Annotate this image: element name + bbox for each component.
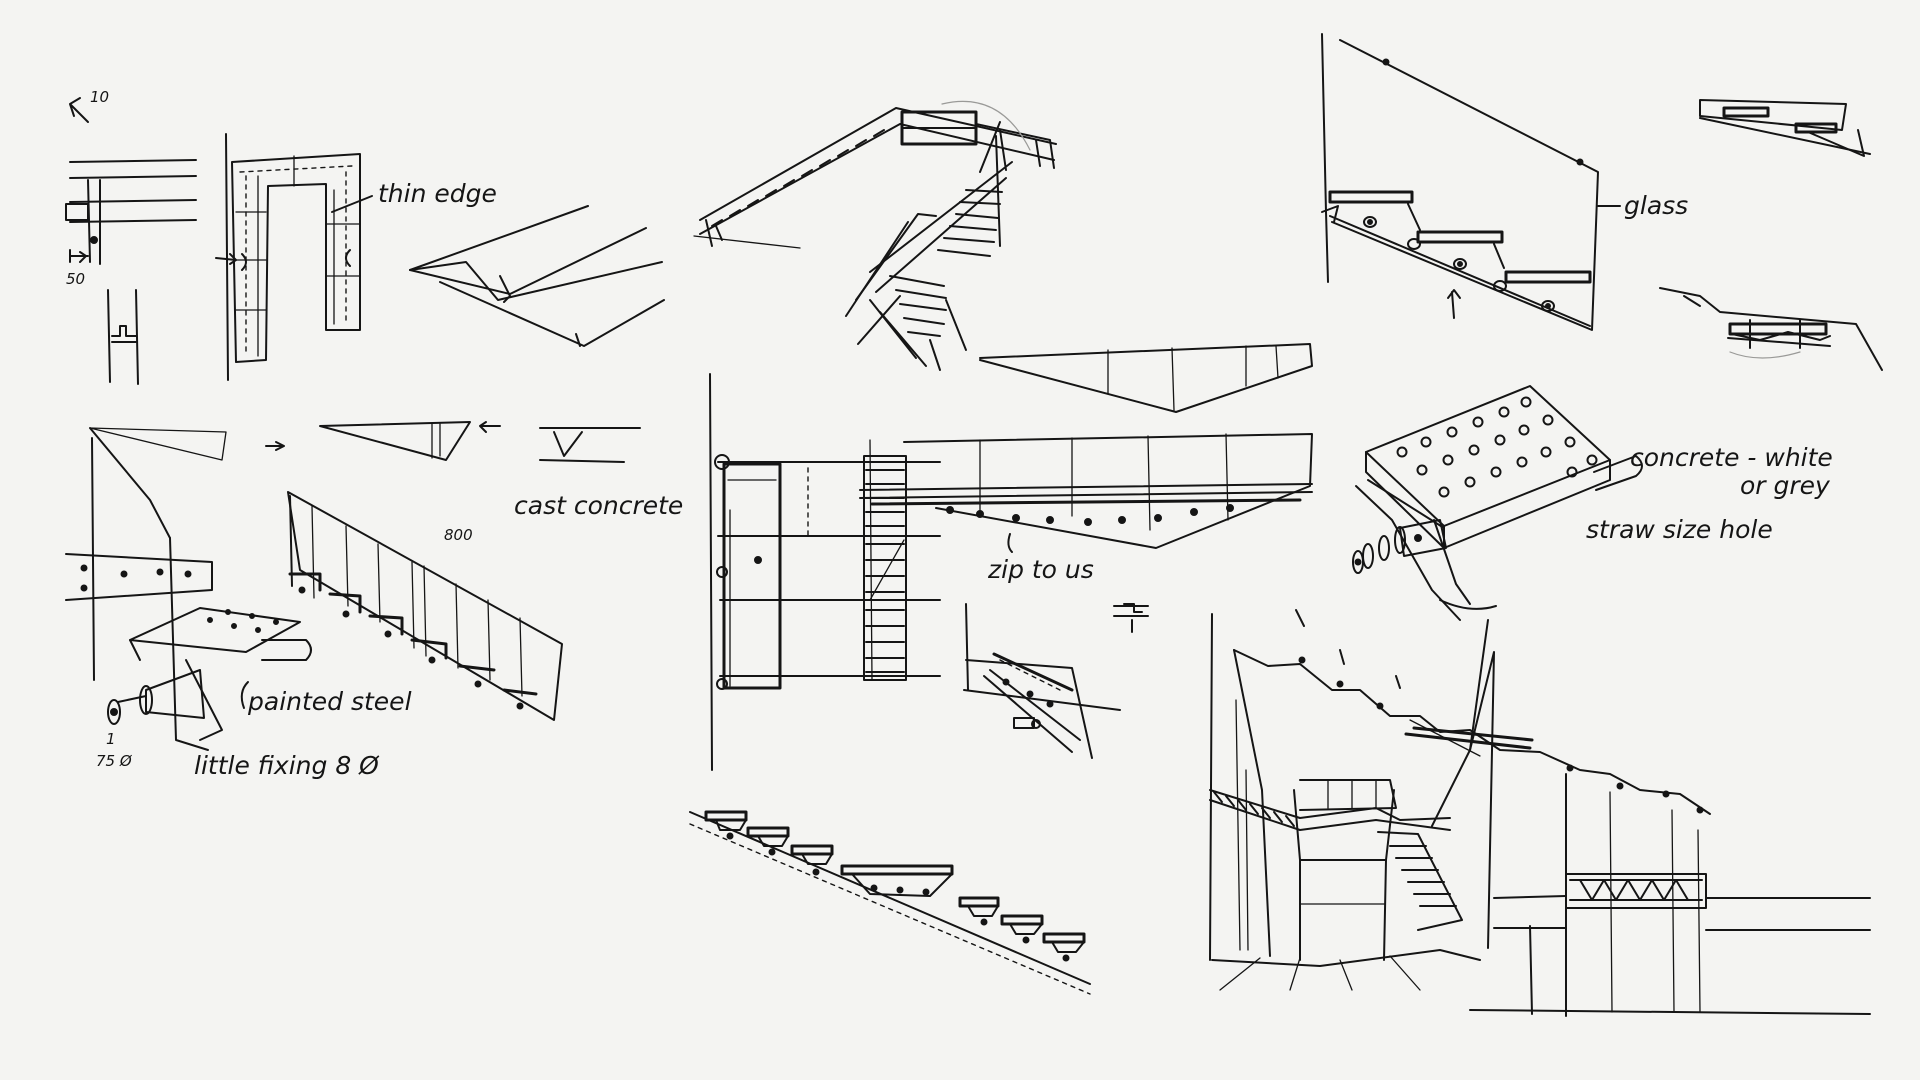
label-zip-to-us: zip to us xyxy=(987,555,1094,584)
label-concrete-white: concrete - white xyxy=(1630,443,1833,472)
sketch-balustrade-elevation: 800 xyxy=(287,491,563,721)
sketch-glass-balustrade: glass xyxy=(1321,33,1688,331)
sketch-tapered-tread xyxy=(409,205,665,347)
sketch-interior-perspective xyxy=(1209,609,1871,1017)
sketch-tapered-beam xyxy=(979,343,1313,413)
sketch-stair-perspective xyxy=(693,100,1057,371)
label-dim-50: 50 xyxy=(66,270,85,288)
sketch-plan-section xyxy=(709,373,941,771)
label-cast-concrete: cast concrete xyxy=(514,491,683,520)
sketch-long-beam: zip to us xyxy=(859,433,1313,633)
sketch-stair-fixing: 1 75 Ø painted steel little fixing 8 Ø xyxy=(65,437,412,780)
sketch-perforated-tread: concrete - white or grey straw size hole xyxy=(1352,385,1833,621)
label-dim-800: 800 xyxy=(444,526,473,544)
label-glass: glass xyxy=(1624,191,1688,220)
sketch-stepped-stringer xyxy=(689,810,1091,995)
label-dim-10: 10 xyxy=(90,88,109,106)
svg-text:1: 1 xyxy=(106,730,116,748)
sketch-section-detail: 10 50 xyxy=(65,88,197,385)
sketch-frame-elevation: thin edge xyxy=(215,133,497,381)
label-or-grey: or grey xyxy=(1740,471,1831,500)
label-little-fixing: little fixing 8 Ø xyxy=(194,751,380,780)
sketch-small-connection xyxy=(963,603,1121,759)
sketch-cantilever-sections: cast concrete xyxy=(89,421,683,539)
label-straw-size-hole: straw size hole xyxy=(1586,515,1773,544)
label-thin-edge: thin edge xyxy=(378,179,497,208)
label-painted-steel: painted steel xyxy=(247,687,412,716)
sketch-tread-details-right xyxy=(1659,99,1883,371)
label-dim-75: 75 Ø xyxy=(96,752,133,770)
